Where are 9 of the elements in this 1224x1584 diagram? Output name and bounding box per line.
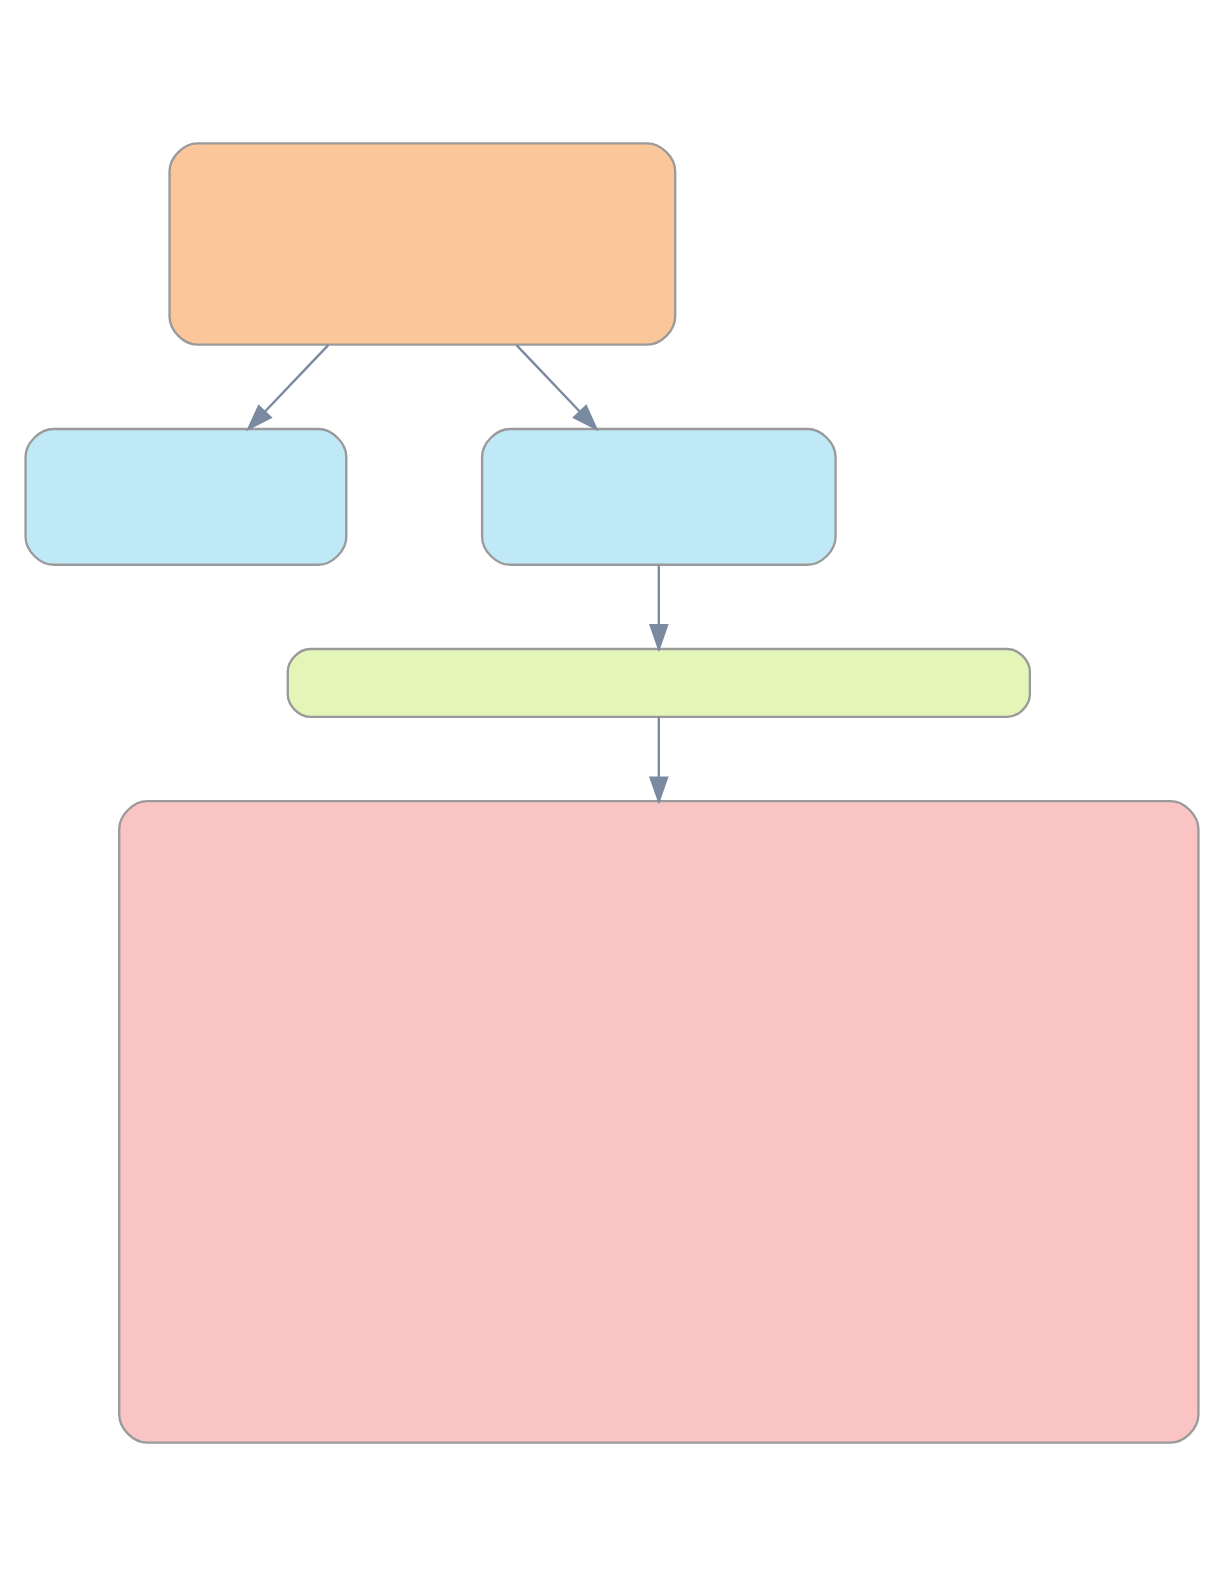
node-box (24, 426, 348, 565)
arrow (649, 564, 669, 652)
arrow (515, 343, 599, 431)
node-box (118, 799, 1200, 1443)
node-box (168, 141, 677, 345)
node-box (286, 646, 1032, 718)
arrow (246, 343, 330, 431)
node-box (480, 426, 837, 565)
arrow (649, 716, 669, 804)
